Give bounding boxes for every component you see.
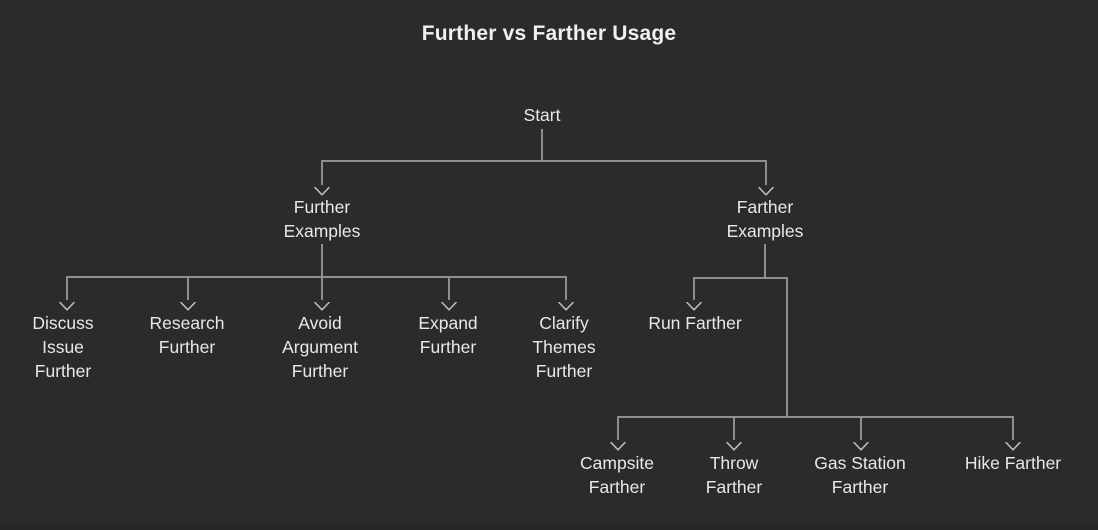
arrowhead-down-icon [441, 298, 457, 311]
node-discuss-issue-further: Discuss Issue Further [32, 313, 94, 381]
node-expand-further: Expand Further [418, 313, 478, 357]
node-start: Start [523, 105, 561, 125]
edge-further-stem [321, 244, 323, 277]
edge-drop-avoid [321, 277, 323, 300]
arrowhead-down-icon [1005, 438, 1021, 451]
node-throw-farther: Throw Farther [705, 453, 763, 497]
arrowhead-down-icon [758, 183, 774, 196]
arrowhead-down-icon [853, 438, 869, 451]
node-campsite-farther: Campsite Farther [580, 453, 654, 497]
arrowhead-down-icon [686, 298, 702, 311]
arrowhead-down-icon [59, 298, 75, 311]
edge-drop-farther [765, 160, 767, 185]
node-further-examples: Further Examples [283, 197, 361, 241]
canvas-bottom-edge [0, 523, 1098, 530]
edge-start-stem [541, 129, 543, 161]
diagram-title: Further vs Farther Usage [421, 22, 677, 45]
edge-drop-campsite [617, 417, 619, 440]
edge-drop-run [693, 277, 695, 300]
edge-drop-gas-station [860, 417, 862, 440]
edge-farther-rail-2 [617, 416, 1014, 418]
edge-drop-further [321, 160, 323, 185]
node-gas-station-farther: Gas Station Farther [814, 453, 906, 497]
node-clarify-themes-further: Clarify Themes Further [532, 313, 596, 381]
edge-drop-expand [448, 277, 450, 300]
edge-farther-stem [764, 244, 766, 278]
arrowhead-down-icon [558, 298, 574, 311]
arrowhead-down-icon [314, 183, 330, 196]
arrowhead-down-icon [314, 298, 330, 311]
edge-farther-trunk [786, 277, 788, 417]
edge-drop-throw [733, 417, 735, 440]
node-hike-farther: Hike Farther [964, 453, 1062, 473]
edge-drop-clarify [565, 277, 567, 300]
node-avoid-argument-further: Avoid Argument Further [282, 313, 358, 381]
edge-drop-research [187, 277, 189, 300]
node-farther-examples: Farther Examples [726, 197, 804, 241]
edge-drop-discuss [66, 277, 68, 300]
arrowhead-down-icon [180, 298, 196, 311]
node-run-farther: Run Farther [648, 313, 742, 333]
arrowhead-down-icon [726, 438, 742, 451]
edge-farther-rail-1 [693, 277, 788, 279]
arrowhead-down-icon [610, 438, 626, 451]
edge-drop-hike [1012, 417, 1014, 440]
edge-further-rail [66, 276, 567, 278]
edge-top-rail [321, 160, 766, 162]
node-research-further: Research Further [149, 313, 225, 357]
